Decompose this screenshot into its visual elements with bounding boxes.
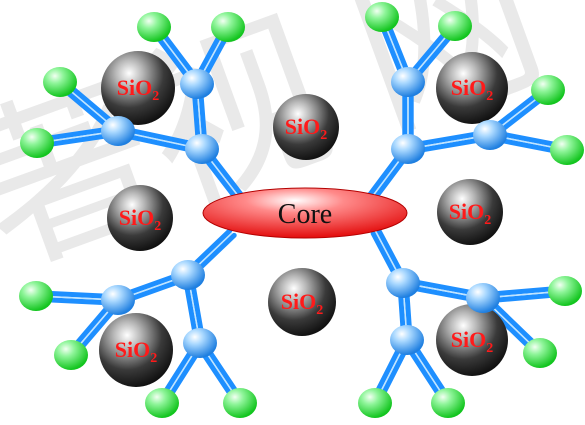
- sio2-label-subscript: 2: [484, 213, 491, 228]
- sio2-sphere: SiO2: [437, 179, 503, 245]
- branch-node: [101, 285, 135, 315]
- terminal-node: [54, 340, 88, 370]
- sio2-label-base: SiO: [115, 337, 150, 362]
- sio2-label-base: SiO: [451, 327, 486, 352]
- terminal-node: [137, 12, 171, 42]
- sio2-sphere-body: [268, 268, 336, 336]
- branch-node: [183, 328, 217, 358]
- sio2-label-subscript: 2: [150, 351, 157, 366]
- core-ellipse: [202, 187, 408, 239]
- sio2-sphere: SiO2: [436, 52, 508, 124]
- branch-node: [101, 116, 135, 146]
- sio2-label-base: SiO: [119, 205, 154, 230]
- branch-node: [391, 134, 425, 164]
- terminal-node: [358, 388, 392, 418]
- sio2-sphere: SiO2: [107, 185, 173, 251]
- sio2-sphere: SiO2: [101, 51, 175, 125]
- sio2-label-base: SiO: [281, 289, 316, 314]
- sio2-label-base: SiO: [449, 199, 484, 224]
- sio2-sphere-body: [107, 185, 173, 251]
- sio2-label: SiO2: [285, 114, 327, 143]
- core-label: Core: [278, 199, 332, 230]
- branch-node: [180, 69, 214, 99]
- sio2-sphere-body: [437, 179, 503, 245]
- terminal-node: [438, 11, 472, 41]
- terminal-node: [145, 388, 179, 418]
- terminal-node: [211, 12, 245, 42]
- sio2-label-subscript: 2: [152, 89, 159, 104]
- branch-node: [391, 67, 425, 97]
- sio2-label-subscript: 2: [486, 89, 493, 104]
- branch-node: [171, 260, 205, 290]
- terminal-node: [365, 2, 399, 32]
- sio2-sphere-body: [101, 51, 175, 125]
- sio2-label: SiO2: [451, 327, 493, 356]
- terminal-node: [43, 67, 77, 97]
- sio2-label-subscript: 2: [486, 341, 493, 356]
- sio2-label: SiO2: [281, 289, 323, 318]
- sio2-label-base: SiO: [117, 75, 152, 100]
- sio2-label: SiO2: [449, 199, 491, 228]
- branch-node: [466, 283, 500, 313]
- core: Core: [202, 187, 408, 239]
- branch-node: [185, 134, 219, 164]
- sio2-sphere-body: [99, 313, 173, 387]
- sio2-sphere: SiO2: [273, 94, 339, 160]
- sio2-sphere-body: [436, 52, 508, 124]
- terminal-node: [548, 276, 582, 306]
- nodes-layer: [19, 2, 584, 418]
- sio2-sphere-body: [436, 304, 508, 376]
- sio2-label: SiO2: [451, 75, 493, 104]
- branch-node: [473, 120, 507, 150]
- sio2-label: SiO2: [119, 205, 161, 234]
- sio2-label-subscript: 2: [154, 219, 161, 234]
- sio2-label: SiO2: [115, 337, 157, 366]
- terminal-node: [223, 388, 257, 418]
- sio2-label-base: SiO: [451, 75, 486, 100]
- branch-node: [386, 268, 420, 298]
- sio2-label-subscript: 2: [316, 303, 323, 318]
- sio2-sphere: SiO2: [99, 313, 173, 387]
- sio2-label: SiO2: [117, 75, 159, 104]
- sio2-sphere: SiO2: [436, 304, 508, 376]
- sio2-sphere-body: [273, 94, 339, 160]
- terminal-node: [523, 338, 557, 368]
- sio2-label-subscript: 2: [320, 128, 327, 143]
- sio2-label-base: SiO: [285, 114, 320, 139]
- terminal-node: [19, 281, 53, 311]
- branch-node: [390, 325, 424, 355]
- sio2-sphere: SiO2: [268, 268, 336, 336]
- terminal-node: [20, 128, 54, 158]
- terminal-node: [531, 75, 565, 105]
- terminal-node: [431, 388, 465, 418]
- terminal-node: [550, 135, 584, 165]
